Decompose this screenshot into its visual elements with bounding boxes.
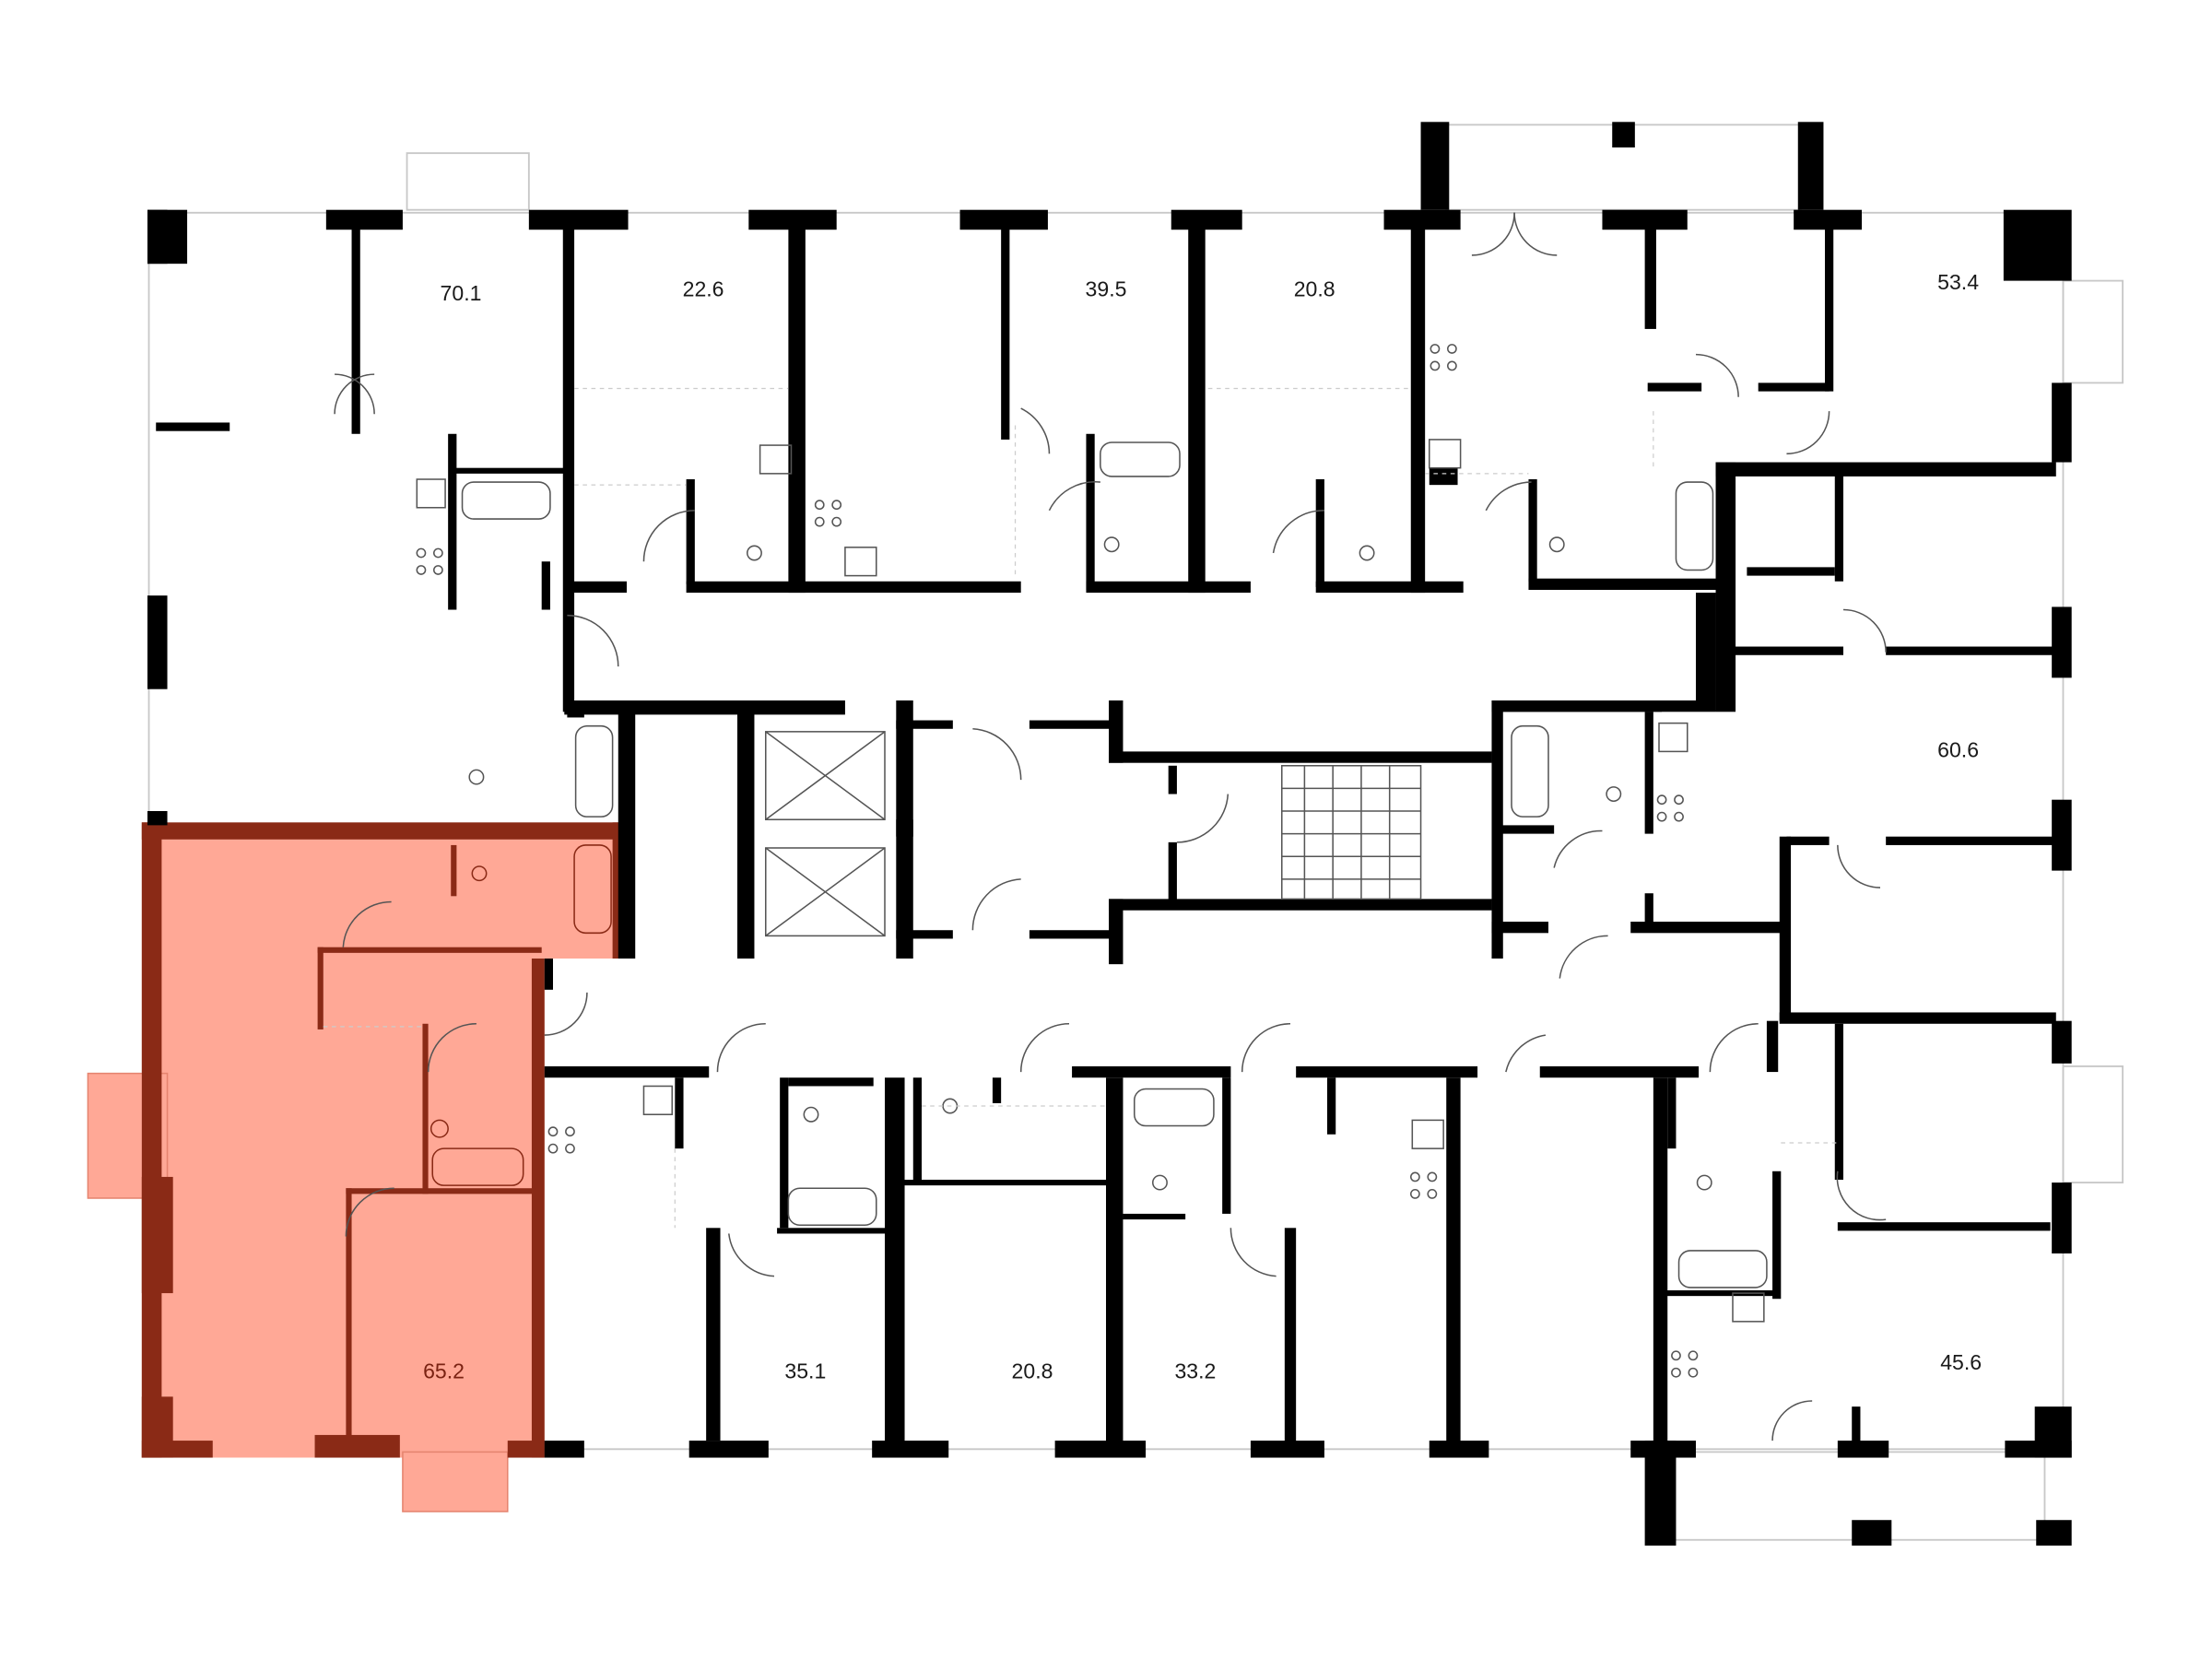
selected-unit-balcony-bottom <box>402 1451 509 1512</box>
area-label-22-6: 22.6 <box>683 277 724 301</box>
stove-icons <box>416 344 1699 1378</box>
walls <box>147 122 2072 1546</box>
fixtures <box>334 212 1887 1441</box>
selected-unit-fixtures <box>429 844 612 1186</box>
selected-unit-fill <box>141 825 629 1458</box>
selected-unit-65-2[interactable] <box>87 822 631 1512</box>
area-label-20-8-bottom: 20.8 <box>1012 1359 1053 1382</box>
area-label-39-5: 39.5 <box>1086 277 1127 301</box>
stair-icon <box>1281 765 1422 900</box>
area-label-45-6: 45.6 <box>1940 1350 1982 1374</box>
area-label-65-2: 65.2 <box>423 1359 465 1382</box>
area-label-70-1: 70.1 <box>441 281 482 305</box>
area-label-20-8-top: 20.8 <box>1294 277 1335 301</box>
area-label-35-1: 35.1 <box>784 1359 826 1382</box>
area-label-53-4: 53.4 <box>1937 270 1979 294</box>
area-label-60-6: 60.6 <box>1937 738 1979 762</box>
room-dividers <box>323 387 1838 1229</box>
area-labels: 70.1 22.6 39.5 20.8 53.4 60.6 65.2 35.1 … <box>423 270 1982 1383</box>
area-label-33-2: 33.2 <box>1174 1359 1216 1382</box>
